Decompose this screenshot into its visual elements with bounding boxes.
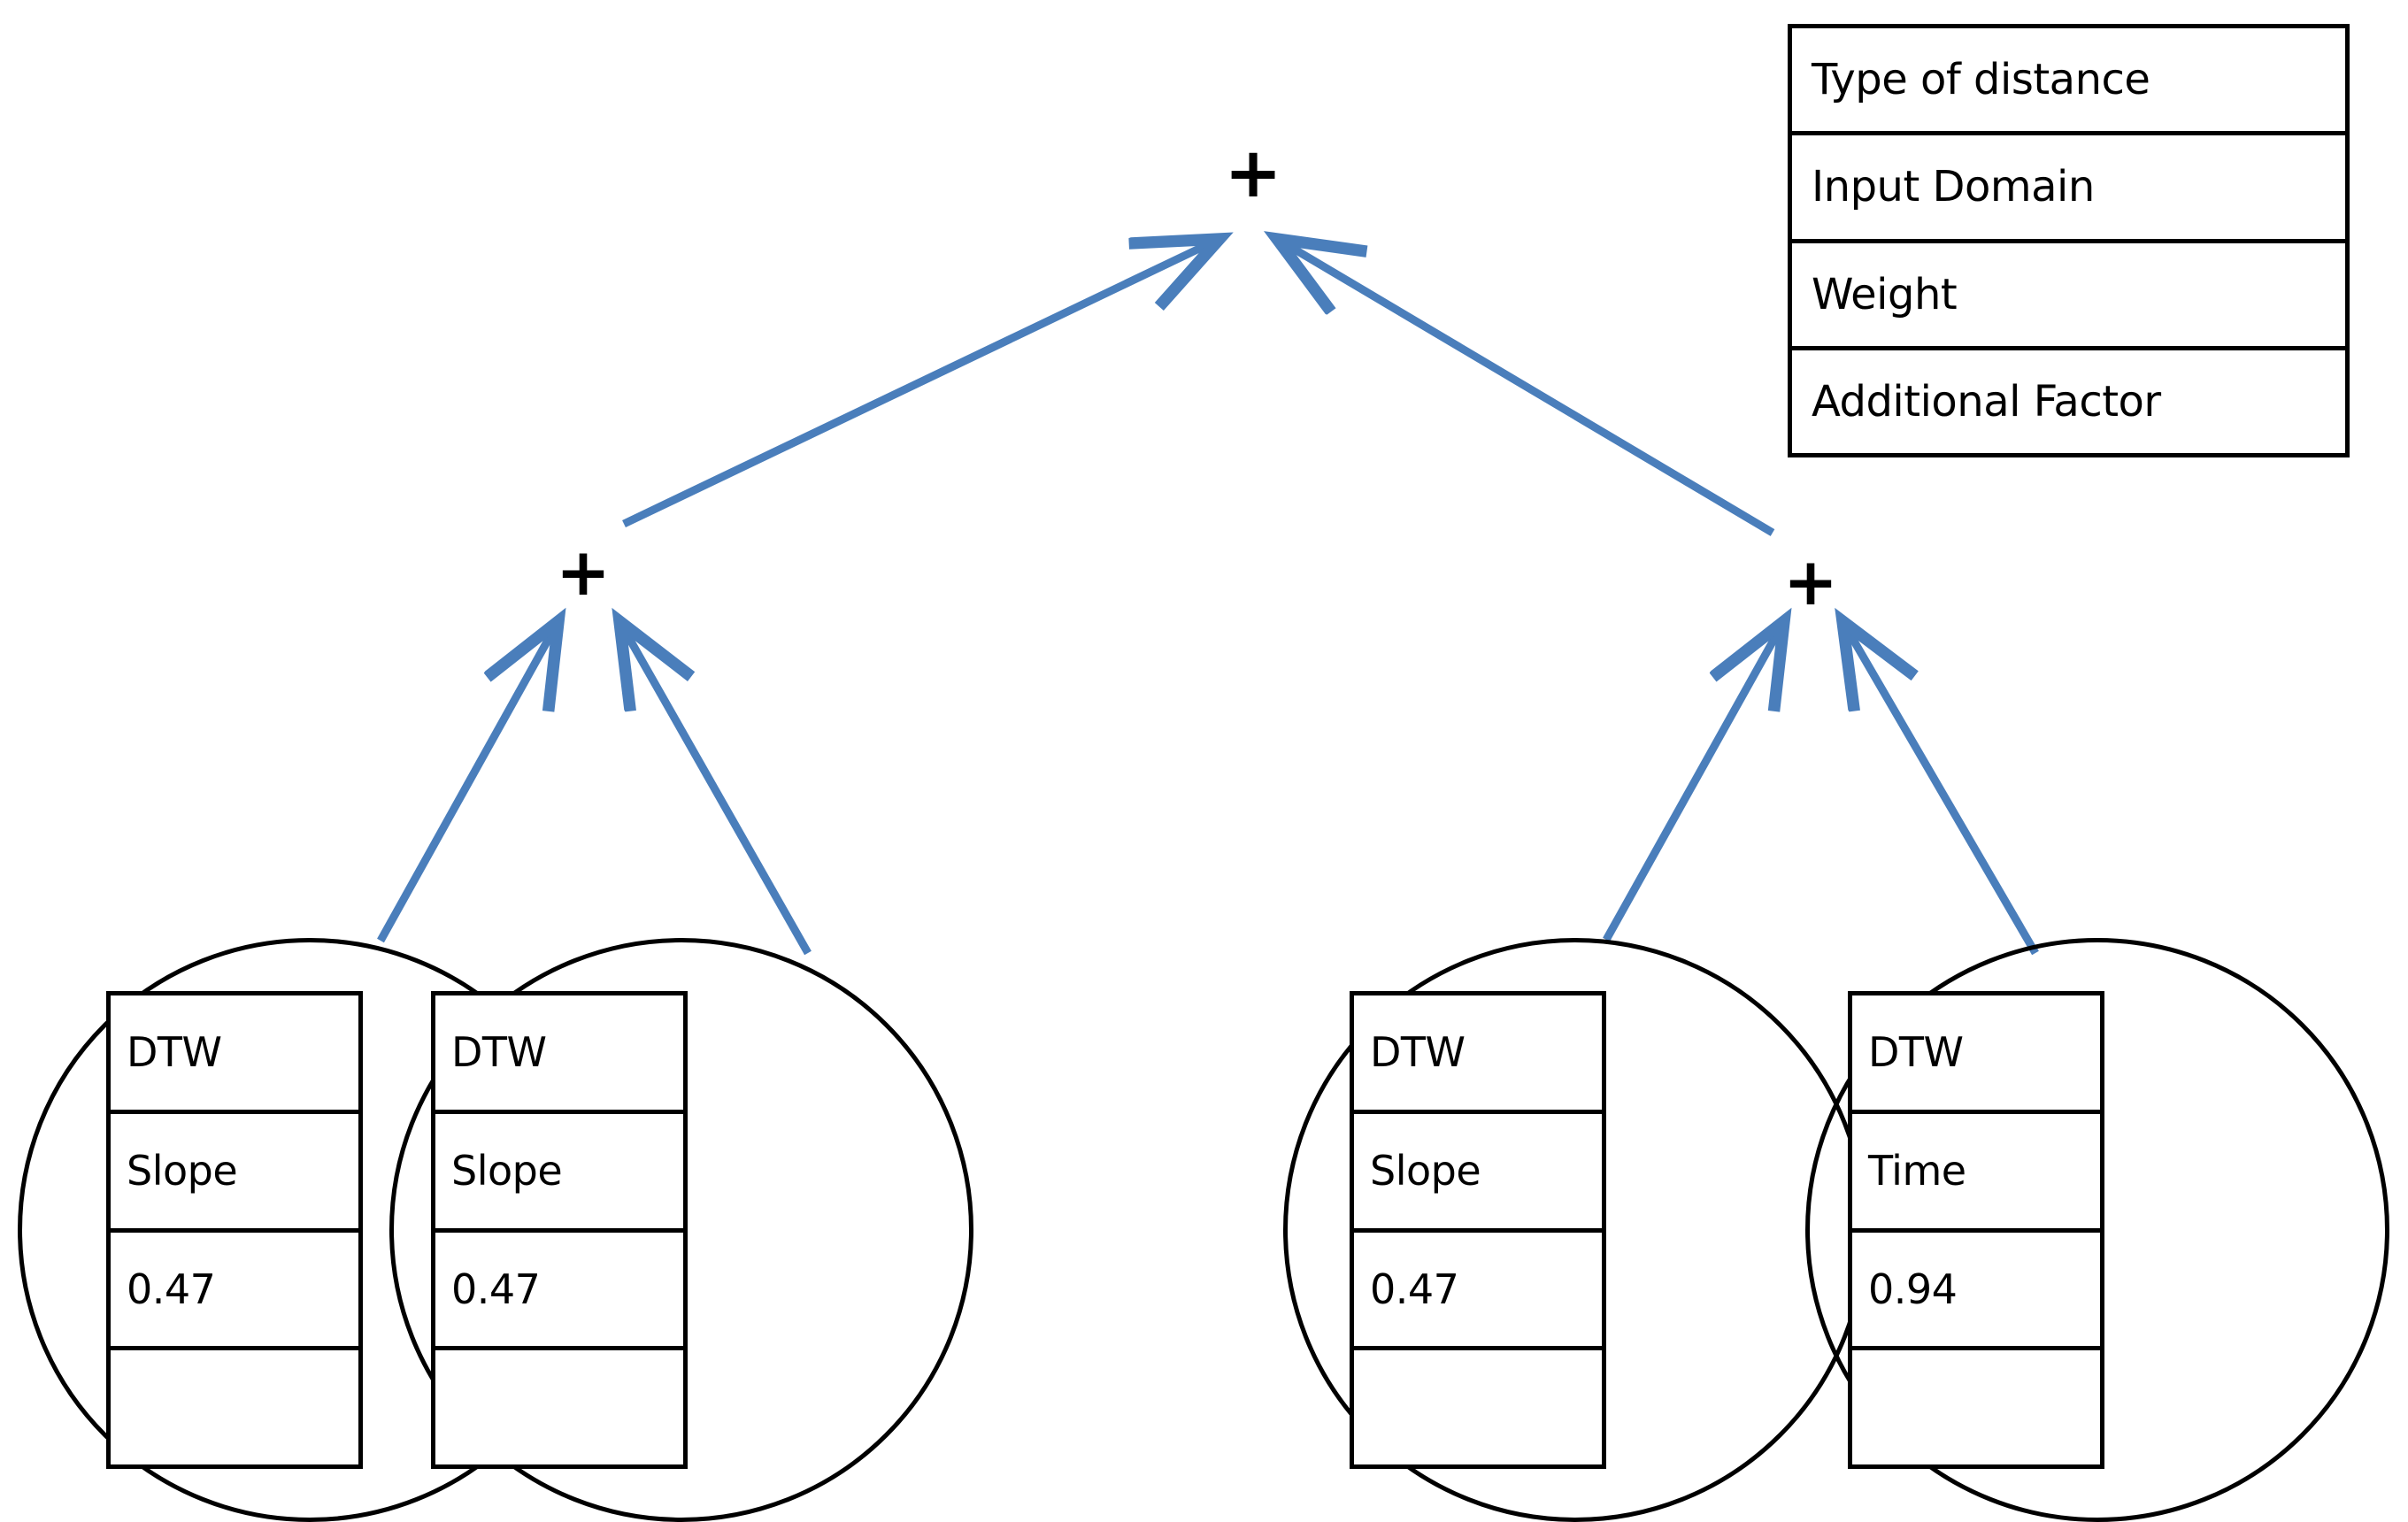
- attribute-legend: Type of distance Input Domain Weight Add…: [1788, 24, 2350, 457]
- leaf-1-additional-factor: [111, 1350, 358, 1464]
- leaf-node-3[interactable]: DTW Slope 0.47: [1283, 938, 1867, 1522]
- leaf-3-additional-factor: [1354, 1350, 1602, 1464]
- leaf-node-2[interactable]: DTW Slope 0.47: [389, 938, 973, 1522]
- edge-left-op-to-root: [622, 239, 1219, 528]
- edge-right-op-to-root: [1277, 239, 1775, 536]
- leaf-4-weight: 0.94: [1852, 1233, 2100, 1351]
- leaf-2-input-domain: Slope: [435, 1114, 683, 1233]
- leaf-circle-4: [1805, 938, 2389, 1522]
- legend-row-weight: Weight: [1792, 243, 2345, 350]
- operator-node-left[interactable]: +: [555, 534, 612, 611]
- leaf-4-additional-factor: [1852, 1350, 2100, 1464]
- leaf-node-4[interactable]: DTW Time 0.94: [1805, 938, 2389, 1522]
- leaf-circle-2: [389, 938, 973, 1522]
- edge-leaf3-to-right-op: [1603, 621, 1784, 942]
- operator-node-root[interactable]: +: [1224, 134, 1282, 213]
- operator-node-right[interactable]: +: [1782, 544, 1839, 620]
- edge-leaf4-to-right-op: [1843, 621, 2039, 956]
- leaf-table-4: DTW Time 0.94: [1848, 991, 2104, 1469]
- legend-row-input-domain: Input Domain: [1792, 135, 2345, 243]
- leaf-3-input-domain: Slope: [1354, 1114, 1602, 1233]
- leaf-3-type-of-distance: DTW: [1354, 995, 1602, 1114]
- leaf-1-weight: 0.47: [111, 1233, 358, 1351]
- leaf-1-input-domain: Slope: [111, 1114, 358, 1233]
- leaf-4-type-of-distance: DTW: [1852, 995, 2100, 1114]
- leaf-2-weight: 0.47: [435, 1233, 683, 1351]
- leaf-2-type-of-distance: DTW: [435, 995, 683, 1114]
- leaf-2-additional-factor: [435, 1350, 683, 1464]
- leaf-table-3: DTW Slope 0.47: [1350, 991, 1606, 1469]
- leaf-node-1[interactable]: DTW Slope 0.47: [18, 938, 602, 1522]
- edge-leaf1-to-left-op: [377, 621, 558, 943]
- legend-row-additional-factor: Additional Factor: [1812, 376, 2161, 427]
- leaf-table-1: DTW Slope 0.47: [106, 991, 363, 1469]
- leaf-4-input-domain: Time: [1852, 1114, 2100, 1233]
- leaf-1-type-of-distance: DTW: [111, 995, 358, 1114]
- edge-leaf2-to-left-op: [619, 621, 812, 956]
- leaf-3-weight: 0.47: [1354, 1233, 1602, 1351]
- legend-row-type-of-distance: Type of distance: [1792, 28, 2345, 136]
- leaf-table-2: DTW Slope 0.47: [431, 991, 688, 1469]
